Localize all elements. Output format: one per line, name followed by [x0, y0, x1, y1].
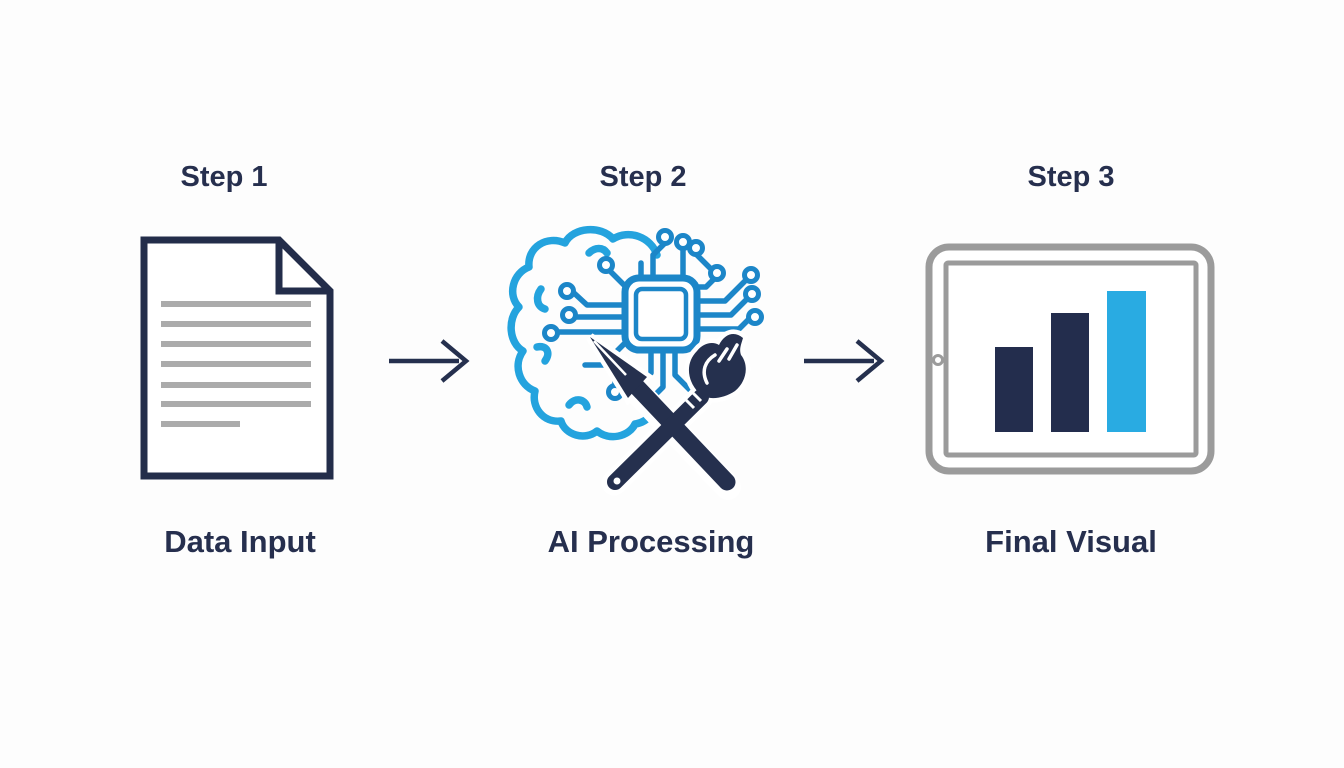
step-2-title: Step 2 — [599, 161, 687, 193]
paintbrush-icon — [607, 333, 746, 490]
arrow-right-icon — [389, 339, 470, 383]
arrow-right-icon — [804, 339, 885, 383]
step-2-label: AI Processing — [547, 524, 755, 559]
tablet-camera-dot — [932, 354, 944, 366]
tablet-bar-chart-icon — [925, 243, 1215, 475]
step-3-title: Step 3 — [1027, 161, 1115, 193]
chip-icon — [621, 274, 701, 354]
document-icon — [140, 236, 334, 480]
pen-icon — [590, 337, 736, 491]
step-1-label: Data Input — [164, 524, 316, 559]
circuit-nodes — [542, 228, 764, 401]
ai-brain-chip-brush-icon — [507, 225, 764, 500]
brain-outline — [507, 225, 661, 441]
step-3-label: Final Visual — [985, 524, 1157, 559]
bar-chart — [995, 291, 1146, 432]
step-1-title: Step 1 — [180, 161, 268, 193]
